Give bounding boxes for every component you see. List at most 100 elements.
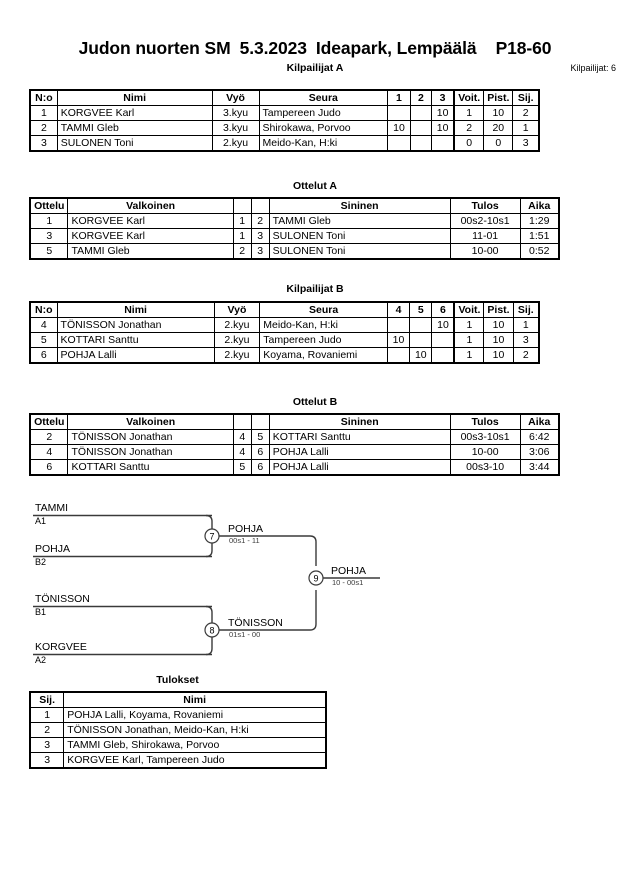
cell-name: TÖNISSON Jonathan, Meido-Kan, H:ki <box>63 722 327 738</box>
cell-m1 <box>387 135 411 152</box>
col-blue-no <box>250 413 270 430</box>
cell-points: 10 <box>483 317 514 333</box>
cell-white: KORGVEE Karl <box>67 213 234 229</box>
cell-blue: KOTTARI Santtu <box>268 429 451 445</box>
cell-wins: 1 <box>453 105 485 121</box>
col-no: N:o <box>29 301 58 318</box>
table-row: 2 TAMMI Gleb 3.kyu Shirokawa, Porvoo 10 … <box>29 120 540 136</box>
cell-result: 11-01 <box>449 228 521 244</box>
bracket-node-circle <box>204 528 220 544</box>
cell-belt: 2.kyu <box>213 347 261 364</box>
col-result: Tulos <box>449 197 521 214</box>
cell-points: 0 <box>483 135 514 152</box>
cell-result: 00s2-10s1 <box>449 213 521 229</box>
col-club: Seura <box>258 89 389 106</box>
cell-blue-no: 6 <box>250 444 270 460</box>
page-header: Judon nuorten SM 5.3.2023 Ideapark, Lemp… <box>0 38 630 78</box>
col-wins: Voit. <box>453 301 485 318</box>
matches-a-caption: Ottelut A <box>293 180 337 192</box>
cell-white-no: 1 <box>232 228 252 244</box>
cell-time: 1:51 <box>519 228 560 244</box>
cell-bout: 5 <box>29 243 69 260</box>
pool-a-table: N:o Nimi Vyö Seura 1 2 3 Voit. Pist. Sij… <box>29 89 540 152</box>
col-time: Aika <box>519 197 560 214</box>
bracket-node-winner: POHJA <box>331 565 366 577</box>
cell-blue: SULONEN Toni <box>268 228 451 244</box>
col-white: Valkoinen <box>67 413 234 430</box>
results-table: Sij. Nimi 1 POHJA Lalli, Koyama, Rovanie… <box>29 691 327 769</box>
cell-white: TÖNISSON Jonathan <box>67 429 234 445</box>
col-blue: Sininen <box>268 197 451 214</box>
table-row: 5 KOTTARI Santtu 2.kyu Tampereen Judo 10… <box>29 332 540 348</box>
table-header-row: N:o Nimi Vyö Seura 4 5 6 Voit. Pist. Sij… <box>29 301 540 318</box>
matches-a-table: Ottelu Valkoinen Sininen Tulos Aika 1 KO… <box>29 197 560 260</box>
pool-b-caption-wrap: Kilpailijat B <box>0 283 630 298</box>
cell-time: 1:29 <box>519 213 560 229</box>
col-name: Nimi <box>56 89 213 106</box>
cell-m3 <box>431 347 455 364</box>
pool-a-caption: Kilpailijat A <box>286 62 344 74</box>
cell-m1 <box>387 105 411 121</box>
cell-m3: 10 <box>430 105 455 121</box>
cell-rank: 3 <box>512 135 540 152</box>
event-name: Judon nuorten SM <box>78 38 231 58</box>
col-white-no <box>232 197 252 214</box>
matches-a-caption-wrap: Ottelut A <box>0 180 630 195</box>
col-blue-no <box>250 197 270 214</box>
col-belt: Vyö <box>211 89 260 106</box>
bracket-entrant-name: TÖNISSON <box>35 593 90 605</box>
col-m1: 1 <box>387 89 411 106</box>
cell-name: TAMMI Gleb <box>56 120 213 136</box>
results-caption-wrap: Tulokset <box>0 674 355 689</box>
cell-blue-no: 2 <box>250 213 270 229</box>
cell-white-no: 4 <box>232 444 252 460</box>
table-row: 2 TÖNISSON Jonathan, Meido-Kan, H:ki <box>29 722 327 738</box>
pool-b-caption: Kilpailijat B <box>286 283 344 295</box>
cell-name: TÖNISSON Jonathan <box>56 317 215 333</box>
cell-time: 3:06 <box>519 444 560 460</box>
bracket-node-score: 00s1 - 11 <box>229 536 260 545</box>
cell-bout: 1 <box>29 213 69 229</box>
bracket-node-circle <box>308 570 324 586</box>
cell-club: Meido-Kan, H:ki <box>259 317 388 333</box>
bracket-node-circle <box>204 622 220 638</box>
cell-name: KOTTARI Santtu <box>56 332 215 348</box>
cell-m2: 10 <box>409 347 433 364</box>
table-header-row: N:o Nimi Vyö Seura 1 2 3 Voit. Pist. Sij… <box>29 89 540 106</box>
cell-blue: POHJA Lalli <box>268 459 451 476</box>
col-m2: 5 <box>409 301 433 318</box>
cell-white-no: 5 <box>232 459 252 476</box>
cell-rank: 3 <box>29 737 65 753</box>
header-subtitle-row: Kilpailijat A Kilpailijat: 6 <box>0 62 630 78</box>
cell-no: 6 <box>29 347 58 364</box>
cell-wins: 1 <box>453 317 485 333</box>
cell-white-no: 1 <box>232 213 252 229</box>
bracket-entrant-seed: A1 <box>35 516 46 526</box>
table-row: 6 POHJA Lalli 2.kyu Koyama, Rovaniemi 10… <box>29 347 540 364</box>
cell-white: TAMMI Gleb <box>67 243 234 260</box>
col-time: Aika <box>519 413 560 430</box>
table-row: 6 KOTTARI Santtu 5 6 POHJA Lalli 00s3-10… <box>29 459 560 476</box>
table-row: 1 KORGVEE Karl 1 2 TAMMI Gleb 00s2-10s1 … <box>29 213 560 229</box>
col-blue: Sininen <box>268 413 451 430</box>
cell-blue-no: 3 <box>250 228 270 244</box>
col-bout: Ottelu <box>29 413 69 430</box>
table-row: 3 KORGVEE Karl, Tampereen Judo <box>29 752 327 769</box>
cell-m1 <box>386 317 411 333</box>
weight-category: P18-60 <box>495 38 552 58</box>
cell-white-no: 2 <box>232 243 252 260</box>
finals-bracket: TAMMI A1 POHJA B2 TÖNISSON B1 KORGVEE A2… <box>0 494 630 669</box>
col-white: Valkoinen <box>67 197 234 214</box>
bracket-entrant-seed: B2 <box>35 557 46 567</box>
cell-white-no: 4 <box>232 429 252 445</box>
cell-belt: 3.kyu <box>211 105 260 121</box>
cell-m1 <box>386 347 411 364</box>
cell-m3: 10 <box>431 317 455 333</box>
bracket-node-winner: POHJA <box>228 523 263 535</box>
cell-rank: 1 <box>512 317 540 333</box>
cell-rank: 1 <box>29 707 65 723</box>
table-row: 1 POHJA Lalli, Koyama, Rovaniemi <box>29 707 327 723</box>
cell-belt: 2.kyu <box>213 332 261 348</box>
bracket-node-score: 01s1 - 00 <box>229 630 260 639</box>
bracket-entrant-name: POHJA <box>35 543 70 555</box>
